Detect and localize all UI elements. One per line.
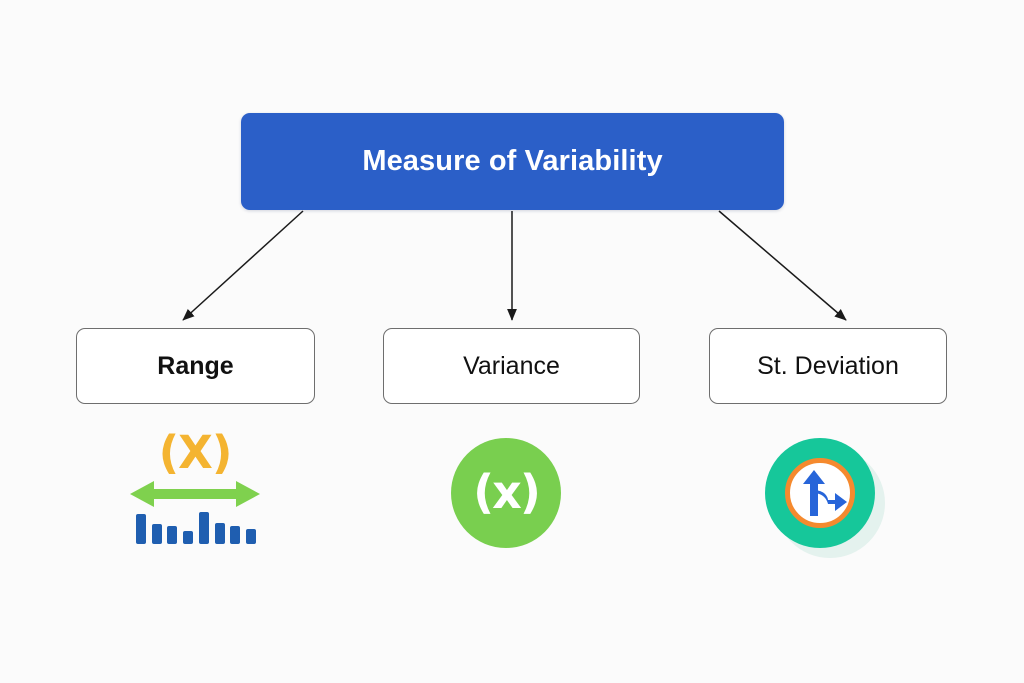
range-bar	[245, 529, 256, 544]
st-deviation-road-sign-icon	[765, 438, 885, 558]
range-bar	[183, 531, 194, 544]
leaf-node-label-variance: Variance	[463, 351, 560, 380]
root-node-label: Measure of Variability	[362, 145, 663, 177]
leaf-node-label-st-deviation: St. Deviation	[757, 351, 899, 380]
st-deviation-branch-arrow-icon	[803, 470, 847, 516]
st-deviation-orange-ring	[785, 458, 855, 528]
leaf-node-label-range: Range	[157, 351, 234, 380]
range-bar	[151, 524, 162, 544]
range-bracket-arrow-bars-icon: (X)	[120, 426, 270, 555]
range-bar	[214, 523, 225, 544]
root-node-measure-of-variability[interactable]: Measure of Variability	[241, 113, 784, 210]
range-double-arrow-icon	[130, 481, 260, 507]
range-bar	[230, 526, 241, 544]
range-bar	[167, 526, 178, 544]
icon-slot-range: (X)	[120, 426, 270, 555]
range-paren-x-label: (X)	[158, 426, 233, 479]
range-bar-series	[136, 512, 256, 544]
range-bar	[136, 514, 146, 544]
leaf-node-range[interactable]: Range	[76, 328, 315, 404]
variance-circle-x-icon: (x)	[451, 438, 561, 548]
connector-to-range	[182, 210, 304, 321]
connector-to-st-deviation	[718, 210, 847, 321]
leaf-node-variance[interactable]: Variance	[383, 328, 640, 404]
leaf-node-st-deviation[interactable]: St. Deviation	[709, 328, 947, 404]
icon-slot-variance: (x)	[439, 430, 589, 555]
variance-x-glyph: (x)	[473, 464, 541, 519]
icon-slot-st-deviation	[753, 430, 903, 558]
range-bar	[198, 512, 209, 544]
